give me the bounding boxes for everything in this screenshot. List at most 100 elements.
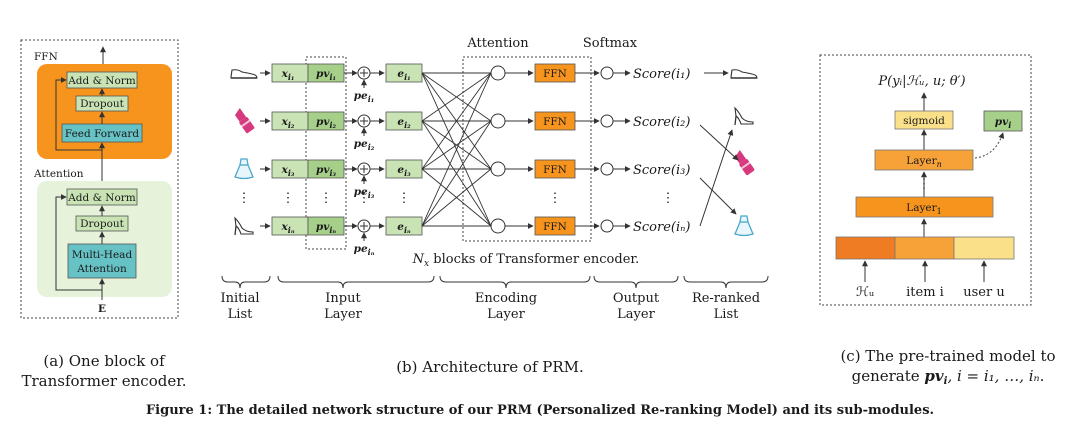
layer-1-box [855,196,994,218]
pe-label: pei₂ [354,138,375,152]
ffn-add-norm-text: Add & Norm [67,75,136,87]
e-label: ei₂ [397,116,411,130]
layer-1-base: Layer [906,202,937,214]
layer-n-sub: n [937,160,942,169]
x-label: xi₁ [281,68,295,82]
attn-link [421,72,492,227]
pe-label: peiₙ [354,243,375,257]
encoder-x: x [424,259,429,269]
section-label-line1: Re-ranked [692,291,760,306]
section-label-line2: List [228,307,253,322]
pe-label-base: pe [354,138,368,150]
encoder-caption: Nx blocks of Transformer encoder. [412,252,640,269]
panel-a-frame [20,39,179,319]
shoe-icon [730,69,758,79]
attention-label: Attention [33,168,84,180]
high-heel-icon [734,106,754,126]
section-label-line1: Input [325,291,361,306]
encoder-n: N [412,252,425,267]
x-label-base: x [281,68,289,80]
x-label: xi₃ [281,164,295,178]
e-label-sub: i₁ [404,72,411,82]
pe-label-sub: i₃ [368,190,375,200]
feed-forward-text: Feed Forward [65,128,140,140]
caption-a-line2: Transformer encoder. [21,372,186,390]
pe-label-base: pe [354,243,368,255]
e-label-sub: iₙ [404,225,411,235]
ffn-add-norm-box [66,71,138,89]
score-label: Score(i₃) [633,163,690,178]
pe-label-sub: i₂ [368,142,375,152]
pv-output-text: pvi [995,116,1012,130]
input-seg-user [953,236,1015,260]
section-label-line1: Initial [221,291,260,306]
input-e-label: E [98,303,106,315]
e-label-base: e [397,68,404,80]
pe-label: pei₃ [354,186,375,200]
pv-label-sub: i₃ [329,168,336,178]
pv-output-base: pv [995,116,1009,128]
section-brace [593,275,679,289]
multi-head-text-2: Attention [76,263,127,275]
score-label: Score(i₁) [633,67,690,82]
e-label-sub: i₃ [404,168,411,178]
pe-label-sub: iₙ [368,247,375,257]
pv-label-base: pv [316,116,330,128]
softmax-node [600,162,614,176]
section-label-line2: List [714,307,739,322]
section-label-line2: Layer [324,307,362,322]
ffn-label: FFN [543,221,567,233]
caption-c-suffix: , i = i₁, …, iₙ. [947,367,1044,385]
attention-node [490,65,506,81]
pv-output-sub: i [1008,120,1011,130]
dress-icon [734,215,754,237]
attn-residual [55,194,102,291]
pv-label: pvi₃ [316,164,336,178]
attention-title: Attention [466,36,529,51]
section-brace [277,275,435,289]
pv-dotted-arrow [974,132,1005,159]
rerank-arrow-4 [699,177,737,215]
caption-c-line2: generate pvi, i = i₁, …, iₙ. [852,367,1045,387]
pv-label-base: pv [316,68,330,80]
vertical-ellipsis: ⋮ [549,191,562,206]
section-label-line1: Encoding [475,291,537,306]
input-item-label: item i [906,285,944,300]
softmax-title: Softmax [583,36,638,51]
ffn-label: FFN [543,116,567,128]
ffn-residual [55,77,102,151]
pv-label-sub: iₙ [329,225,336,235]
x-label-base: x [281,221,289,233]
ffn-label: FFN [543,68,567,80]
pv-label-base: pv [316,221,330,233]
vertical-ellipsis: ⋮ [320,191,333,206]
score-label: Score(i₂) [633,115,690,130]
attn-dropout-text: Dropout [80,218,125,230]
layer-n-box [874,149,974,171]
panel-c: P(yᵢ|ℋᵤ, u; θ′) sigmoid pvi Layern ⋮ Lay… [819,54,1056,387]
vertical-ellipsis: ⋮ [282,191,295,206]
attn-link [421,72,492,122]
section-brace [683,275,769,289]
ellipsis-group: ⋮⋮⋮⋮⋮⋮⋮ [238,191,675,206]
input-seg-item [894,236,955,260]
panel-a: FFN Add & Norm Dropout Feed Forward Atte… [20,39,187,390]
attn-link [421,120,492,227]
caption-c-prefix: generate [852,367,925,385]
score-label: Score(iₙ) [633,220,691,235]
rerank-arrow-3 [699,129,734,227]
output-formula: P(yᵢ|ℋᵤ, u; θ′) [877,74,965,89]
ffn-label: FFN [34,51,58,63]
x-label-base: x [281,164,289,176]
caption-c-sub: i [944,376,948,387]
pe-label-sub: i₁ [368,94,375,104]
attn-link [421,168,492,227]
input-seg-hu [835,236,896,260]
vertical-ellipsis: ⋮ [358,191,371,206]
ffn-label: FFN [543,164,567,176]
attn-link [421,120,492,170]
x-label-sub: i₁ [288,72,295,82]
caption-c-line1: (c) The pre-trained model to [840,347,1055,365]
e-label-sub: i₂ [404,120,411,130]
